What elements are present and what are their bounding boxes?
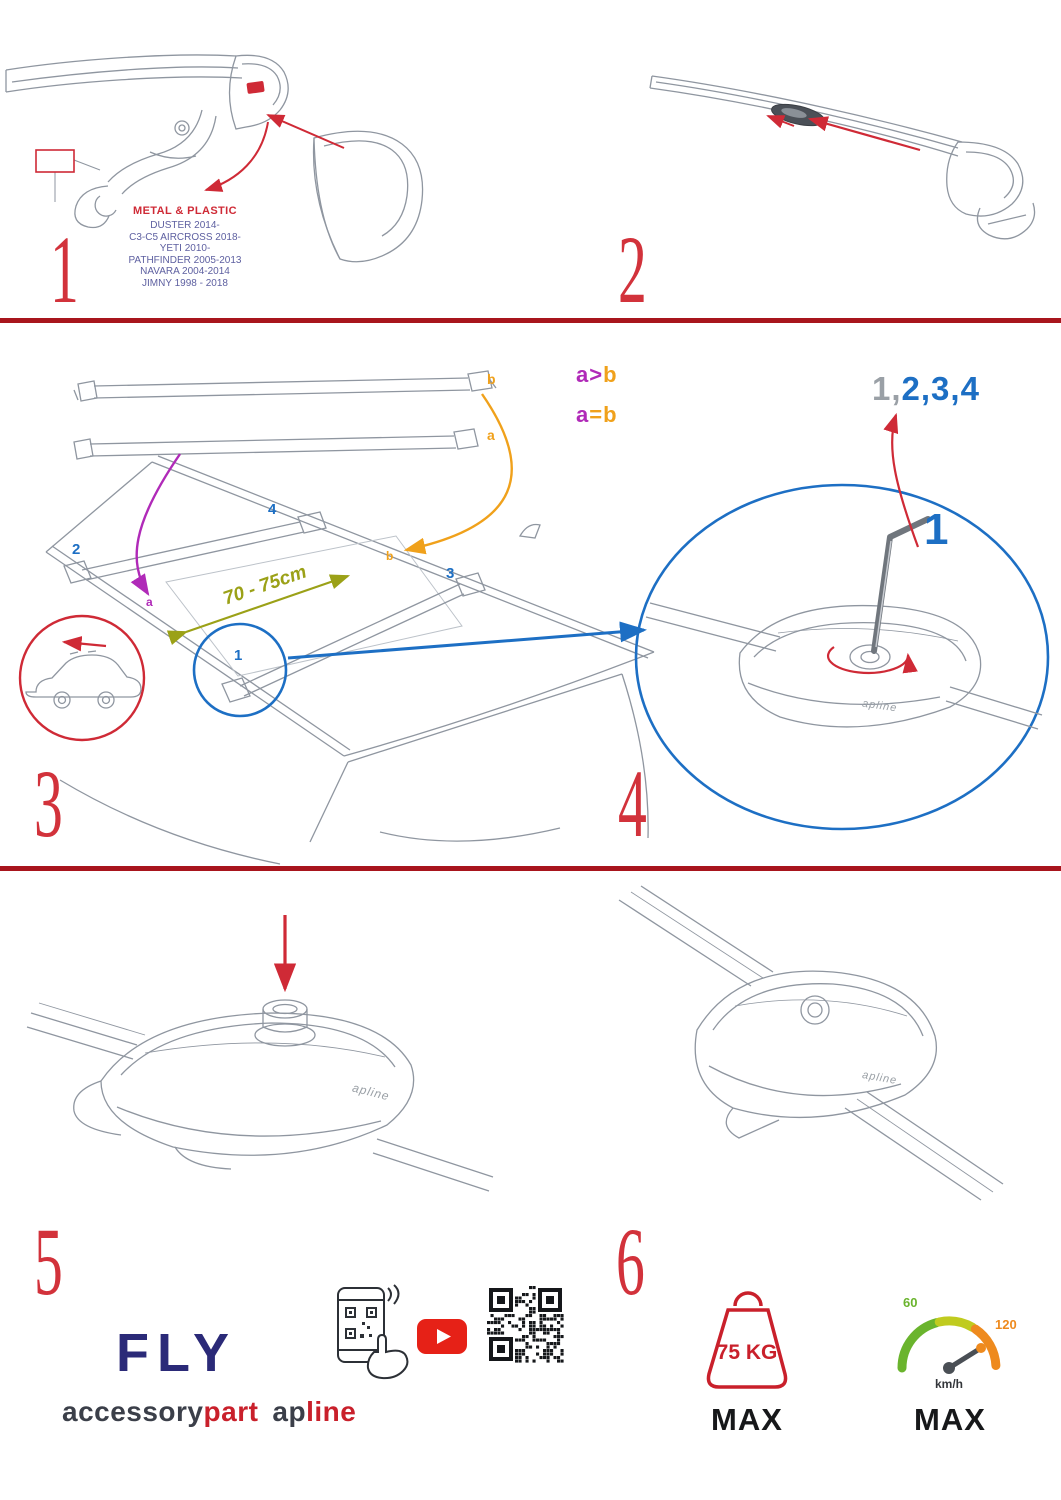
model-item: JIMNY 1998 - 2018: [142, 277, 228, 289]
step3-roof-placement-diagram: [18, 370, 655, 865]
detail-highlight-circle: [192, 622, 288, 718]
speedometer-icon: [897, 1316, 1001, 1374]
zoom-pointer-arrow: [287, 621, 647, 660]
brand-part: part: [203, 1396, 259, 1427]
speed-unit-label: km/h: [934, 1377, 963, 1391]
section-divider-bottom: [0, 866, 1061, 871]
rotate-arrow: [826, 646, 918, 674]
car-inset-circle: [18, 614, 146, 742]
step-number-6: 6: [616, 1208, 645, 1315]
bar-label-a: a: [487, 427, 495, 443]
material-label: METAL & PLASTIC: [133, 205, 237, 217]
tightening-sequence: 1,2,3,4: [872, 370, 980, 408]
model-item: PATHFINDER 2005-2013: [128, 254, 242, 266]
bar-b-guide-arrow: [403, 393, 513, 555]
product-logo: FLY: [116, 1323, 238, 1383]
brand-ap: ap: [272, 1396, 307, 1427]
weight-max-label: MAX: [711, 1402, 783, 1437]
model-item: NAVARA 2004-2014: [140, 266, 230, 277]
front-direction-arrow: [61, 636, 107, 652]
model-list: DUSTER 2014- C3-C5 AIRCROSS 2018- YETI 2…: [75, 220, 295, 289]
zoom-circle: [634, 483, 1050, 831]
phone-scan-icon: [337, 1284, 409, 1380]
roof-label-b: b: [386, 549, 394, 563]
needle: [946, 1345, 984, 1371]
position-label-3: 3: [446, 565, 455, 582]
step-number-4: 4: [618, 750, 647, 857]
step4-tightening-detail-diagram: [634, 412, 1050, 831]
position-label-2: 2: [72, 541, 81, 558]
model-item: C3-C5 AIRCROSS 2018-: [129, 231, 241, 243]
step1-text-block: METAL & PLASTIC DUSTER 2014- C3-C5 AIRCR…: [75, 206, 295, 289]
step2-bar-end-diagram: [649, 75, 1036, 240]
step-number-5: 5: [34, 1208, 63, 1315]
brand-line: line: [306, 1396, 357, 1427]
rule-a-greater-b: a>b: [576, 362, 618, 387]
bar-label-b: b: [487, 371, 496, 387]
play-icon: [437, 1329, 451, 1344]
step6-mounted-clamp-diagram: [618, 885, 1004, 1201]
weight-limit-icon: [706, 1291, 788, 1389]
rule-a-equals-b: a=b: [576, 402, 618, 427]
bar-logo-patch: [246, 81, 265, 94]
position-label-4: 4: [268, 501, 277, 518]
step-number-3: 3: [34, 750, 63, 857]
youtube-icon: [417, 1319, 467, 1354]
sequence-callout-1: 1: [924, 505, 949, 554]
bar-a-guide-arrow: [130, 453, 181, 597]
sequence-blue-part: 2,3,4: [901, 370, 980, 407]
distance-arrow: [166, 574, 351, 646]
sequence-pointer-arrow: [883, 412, 920, 548]
allen-key: [871, 516, 931, 654]
weight-value: 75 KG: [716, 1341, 778, 1364]
speed-high-label: 120: [995, 1317, 1017, 1332]
section-divider-top: [0, 318, 1061, 323]
step1-clamp-exploded-diagram: [5, 54, 424, 263]
step-number-2: 2: [618, 216, 647, 323]
speed-max-label: MAX: [914, 1402, 986, 1437]
step5-knob-press-diagram: [26, 915, 494, 1192]
position-label-1: 1: [234, 647, 243, 664]
model-item: DUSTER 2014-: [150, 220, 220, 231]
sequence-gray-part: 1,: [872, 370, 902, 407]
model-item: YETI 2010-: [159, 243, 211, 254]
qr-code: [487, 1286, 564, 1363]
hand-icon: [366, 1333, 409, 1380]
speed-low-label: 60: [903, 1295, 918, 1310]
brand-accessory: accessory: [62, 1396, 204, 1427]
step-number-1: 1: [50, 216, 79, 323]
roof-label-a: a: [146, 595, 153, 609]
